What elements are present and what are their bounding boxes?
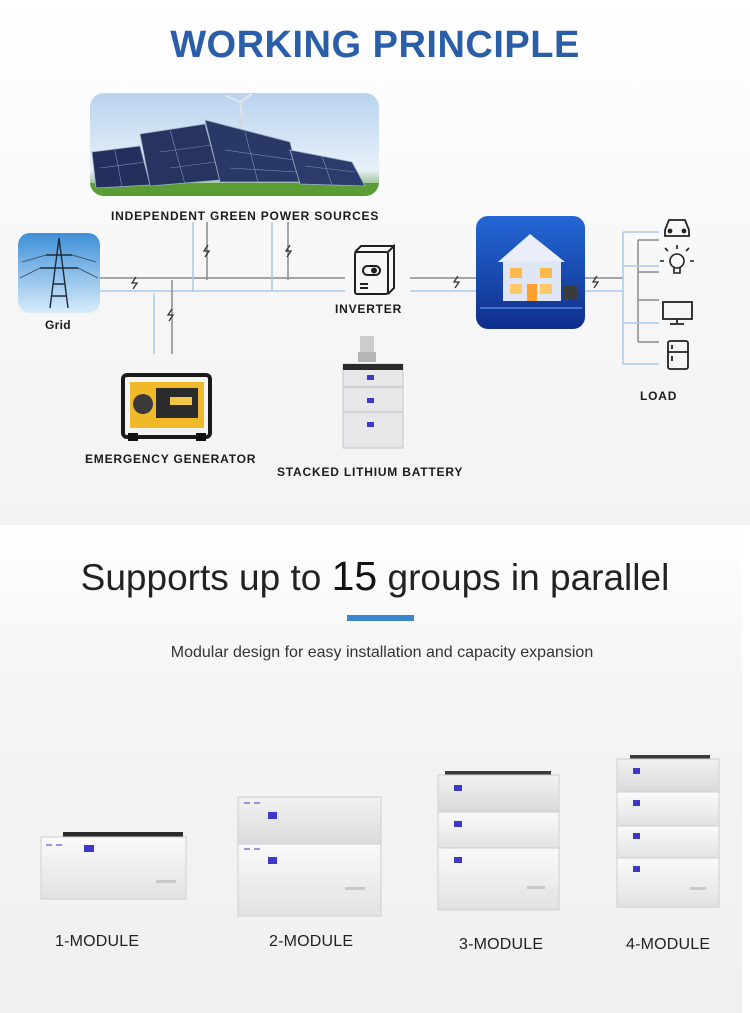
parallel-subtitle: Modular design for easy installation and… xyxy=(170,644,594,661)
bolt-markers xyxy=(130,244,600,322)
module-1-label: 1-MODULE xyxy=(55,933,140,950)
emergency-generator-image xyxy=(121,373,212,441)
section-title: WORKING PRINCIPLE xyxy=(170,24,580,66)
monitor-icon xyxy=(662,301,693,325)
module-2-label: 2-MODULE xyxy=(269,933,354,950)
accent-bar xyxy=(347,615,414,621)
inverter-battery-link xyxy=(358,336,376,362)
headline-number: 15 xyxy=(331,553,378,599)
bolt-icon xyxy=(202,244,211,258)
module-2-image xyxy=(237,796,382,917)
refrigerator-icon xyxy=(667,340,689,370)
inverter-label: INVERTER xyxy=(335,302,403,316)
module-4-image xyxy=(616,755,720,908)
solar-panels-image xyxy=(90,93,379,196)
smart-home-image xyxy=(476,216,585,329)
parallel-headline: Supports up to 15 groups in parallel xyxy=(0,553,750,600)
module-4-label: 4-MODULE xyxy=(626,936,711,953)
module-3-label: 3-MODULE xyxy=(459,936,544,953)
headline-before: Supports up to xyxy=(80,557,322,598)
generator-label: EMERGENCY GENERATOR xyxy=(85,452,257,466)
load-label: LOAD xyxy=(640,389,678,403)
connection-lines xyxy=(100,222,659,365)
car-icon xyxy=(664,219,690,237)
sources-label: INDEPENDENT GREEN POWER SOURCES xyxy=(111,209,380,223)
battery-label: STACKED LITHIUM BATTERY xyxy=(277,465,464,479)
bolt-icon xyxy=(130,276,139,290)
inverter-icon xyxy=(354,243,395,295)
module-3-image xyxy=(437,771,560,911)
stacked-battery-image xyxy=(342,363,404,449)
bolt-icon xyxy=(452,275,461,289)
grid-pylon-image xyxy=(18,233,100,313)
module-1-image xyxy=(40,832,187,900)
load-branch-gray xyxy=(638,239,659,343)
bolt-icon xyxy=(284,244,293,258)
grid-label: Grid xyxy=(45,318,71,332)
section-edge xyxy=(742,525,750,1013)
load-branch-blue xyxy=(623,231,659,365)
bolt-icon xyxy=(591,275,600,289)
headline-after: groups in parallel xyxy=(387,557,670,598)
bolt-icon xyxy=(166,308,175,322)
lightbulb-icon xyxy=(660,245,694,274)
